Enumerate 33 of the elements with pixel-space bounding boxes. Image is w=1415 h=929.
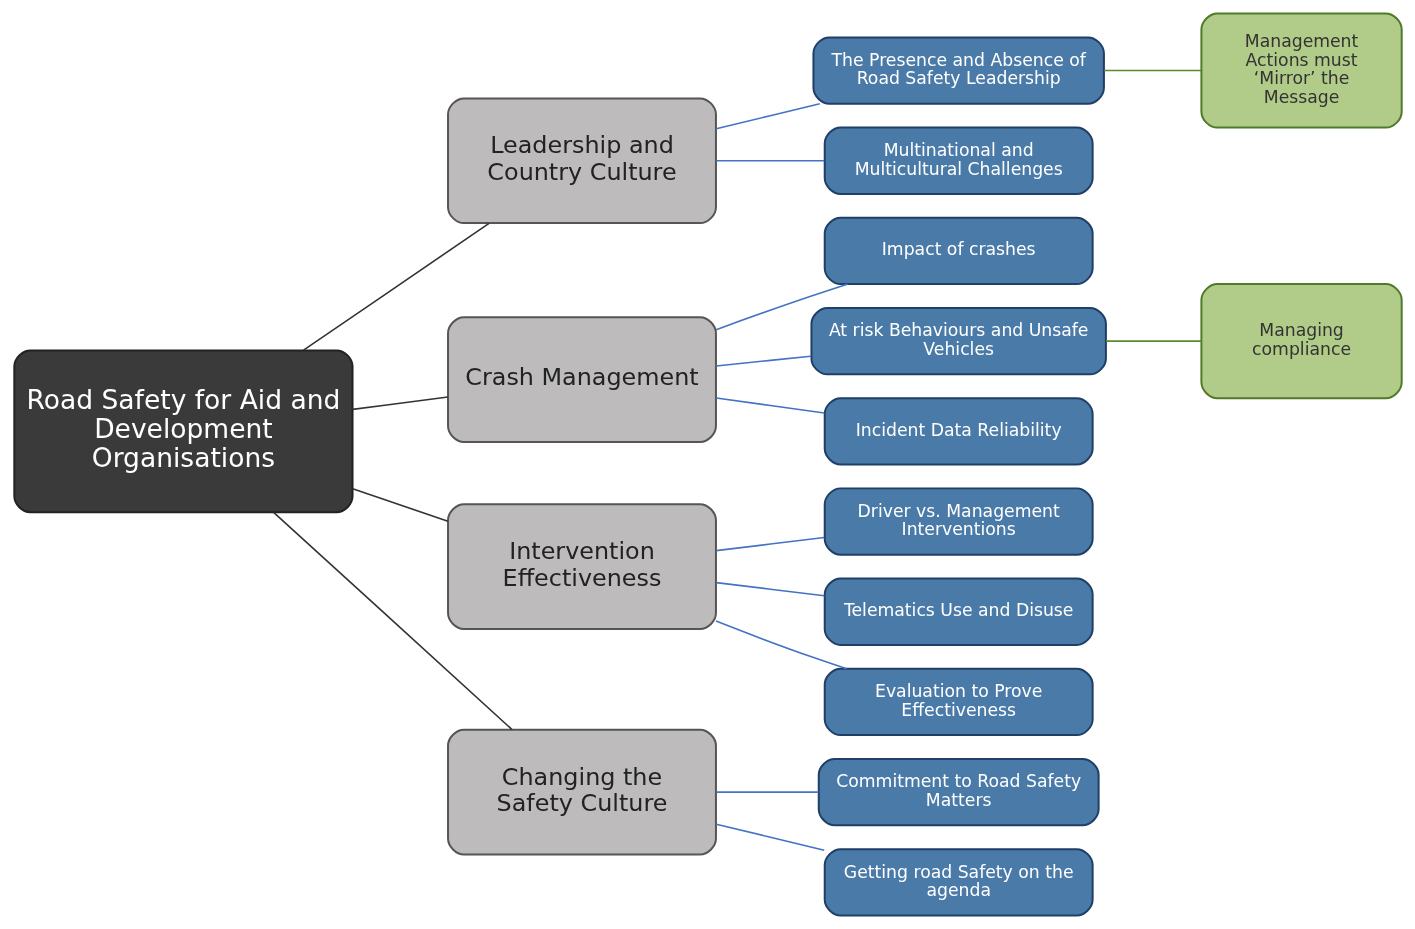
connector [1103, 69, 1202, 72]
connector [714, 102, 821, 130]
connector [714, 620, 848, 670]
node-box: Management Actions must ‘Mirror’ the Message [1199, 12, 1403, 129]
connector [302, 222, 490, 351]
node-box: Impact of crashes [823, 216, 1094, 286]
connector [714, 536, 825, 552]
connector [351, 396, 449, 411]
connector [714, 791, 819, 793]
node-box: Road Safety for Aid and Development Organisations [12, 349, 354, 514]
connector [714, 283, 848, 331]
connector [714, 823, 825, 851]
connector [714, 355, 812, 367]
node-box: At risk Behaviours and Unsafe Vehicles [809, 307, 1107, 376]
node-box: Changing the Safety Culture [446, 728, 717, 856]
connector [714, 159, 825, 162]
connector [351, 487, 449, 523]
node-box: Crash Management [446, 316, 717, 443]
node-box: Driver vs. Management Interventions [823, 487, 1094, 556]
node-box: Getting road Safety on the agenda [823, 848, 1094, 917]
node-box: Leadership and Country Culture [446, 97, 717, 225]
node-box: Commitment to Road Safety Matters [817, 757, 1100, 827]
node-box: The Presence and Absence of Road Safety Leadership [811, 36, 1105, 105]
node-box: Multinational and Multicultural Challenges [823, 126, 1094, 195]
node-box: Evaluation to Prove Effectiveness [823, 667, 1094, 737]
connector [714, 397, 825, 414]
connector [1104, 340, 1202, 342]
connector [714, 581, 825, 597]
node-box: Telematics Use and Disuse [823, 577, 1094, 646]
node-box: Incident Data Reliability [823, 397, 1094, 466]
node-box: Managing compliance [1199, 283, 1403, 400]
connector [272, 511, 513, 731]
node-box: Intervention Effectiveness [446, 503, 717, 630]
